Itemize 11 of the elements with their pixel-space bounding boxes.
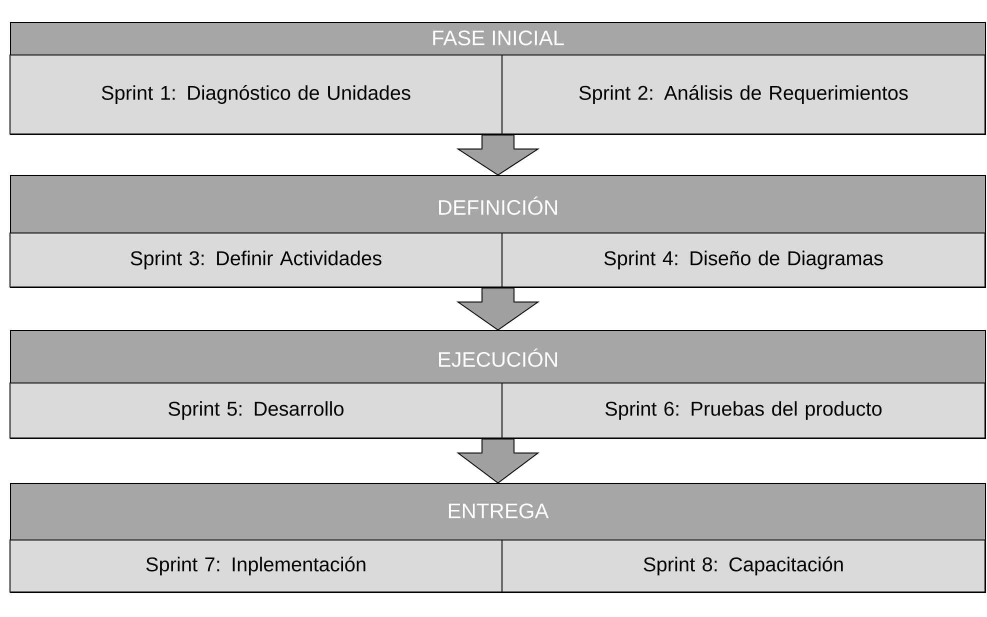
sprint-box: Sprint 4: Diseño de Diagramas xyxy=(502,232,986,288)
sprint-box: Sprint 2: Análisis de Requerimientos xyxy=(502,54,986,134)
block-arrow xyxy=(456,288,540,331)
block-arrow xyxy=(456,438,540,484)
sprint-box: Sprint 1: Diagnóstico de Unidades xyxy=(10,54,502,134)
sprint-box: Sprint 7: Inplementación xyxy=(10,540,502,592)
sprint-box: Sprint 5: Desarrollo xyxy=(10,382,502,438)
sprint-box: Sprint 8: Capacitación xyxy=(502,540,986,592)
sprint-box: Sprint 6: Pruebas del producto xyxy=(502,382,986,438)
sprint-box: Sprint 3: Definir Actividades xyxy=(10,232,502,288)
block-arrow xyxy=(456,134,540,176)
